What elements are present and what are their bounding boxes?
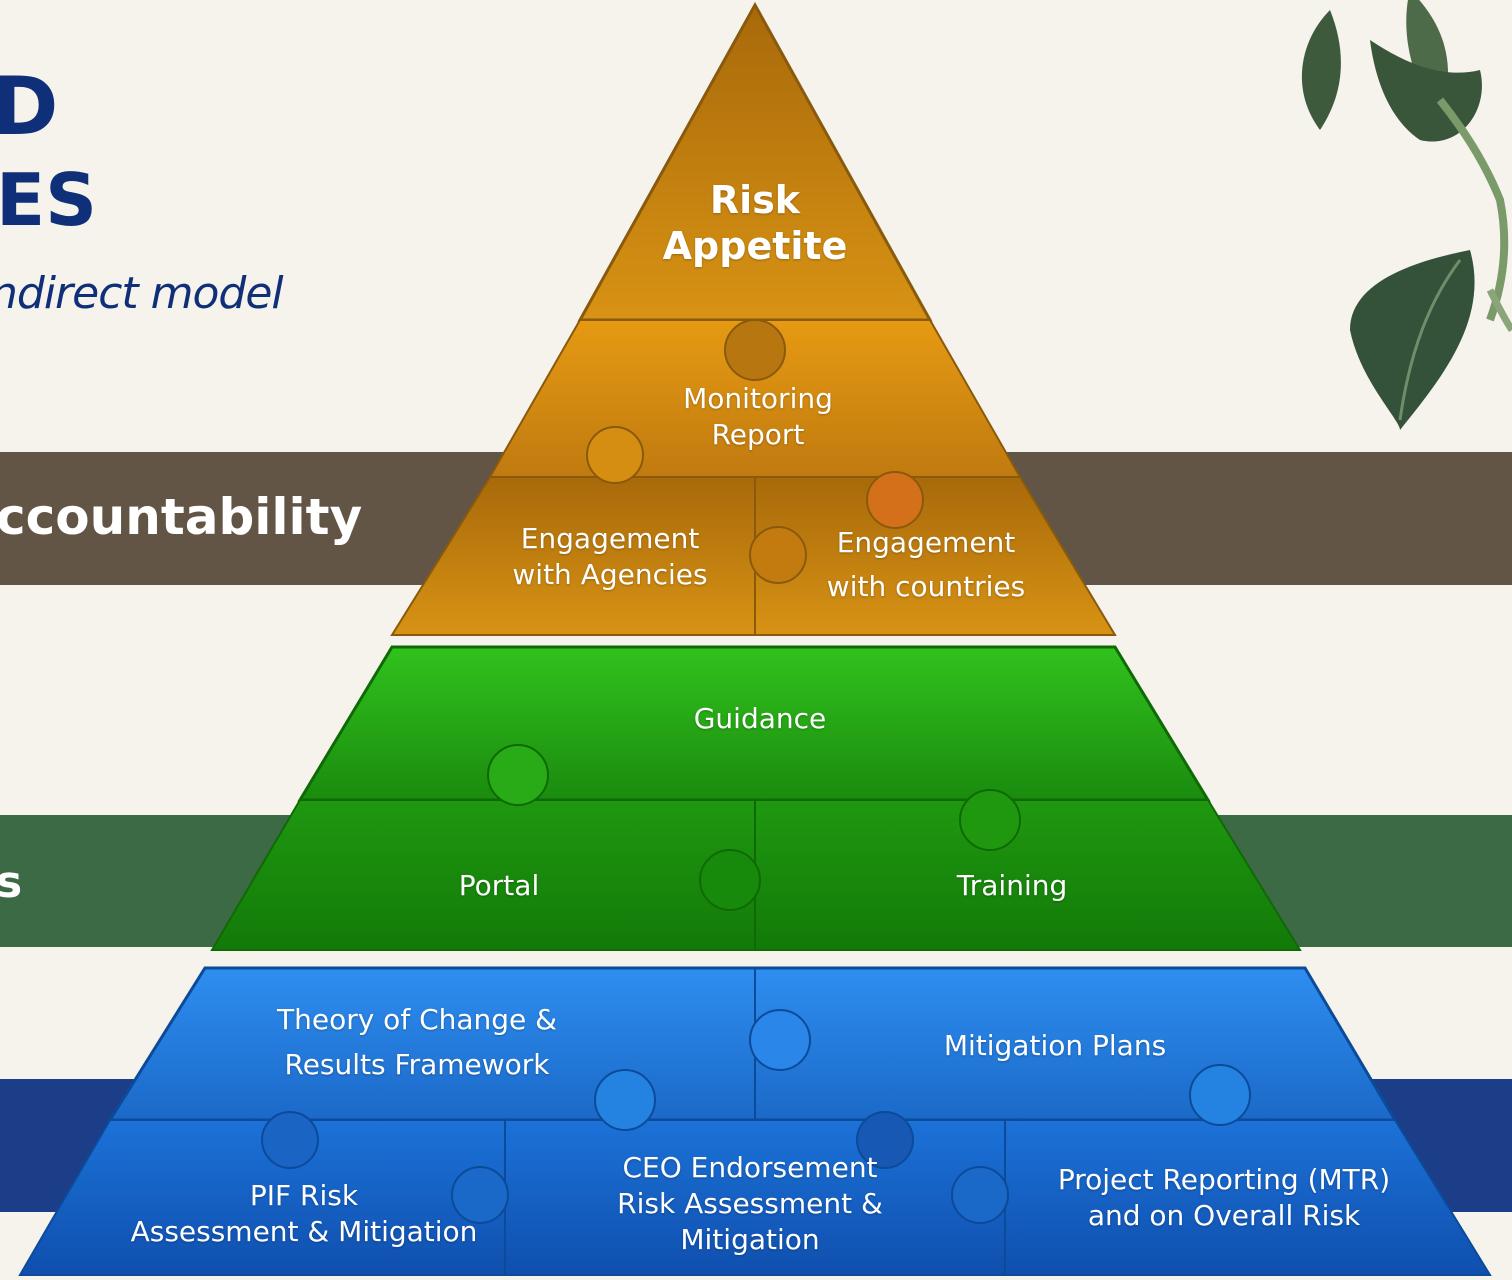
tier3-bottom-piece <box>18 1119 1492 1276</box>
risk-appetite-label: Risk Appetite <box>662 178 848 268</box>
pif-risk-label: PIF Risk Assessment & Mitigation <box>130 1179 478 1248</box>
theory-of-change-label: Theory of Change & Results Framework <box>276 1003 558 1081</box>
training-label: Training <box>956 869 1068 902</box>
ceo-endorsement-label: CEO Endorsement Risk Assessment & Mitiga… <box>617 1151 883 1256</box>
accountability-band-label: ccountability <box>0 488 363 546</box>
subtitle: ndirect model <box>0 268 284 319</box>
plant-leaves-image <box>1301 0 1512 430</box>
engagement-countries-label: Engagement with countries <box>826 526 1026 603</box>
mitigation-plans-label: Mitigation Plans <box>943 1029 1167 1062</box>
guidance-label: Guidance <box>693 702 827 735</box>
portal-label: Portal <box>458 869 540 902</box>
monitoring-report-label: Monitoring Report <box>683 382 833 451</box>
project-reporting-label: Project Reporting (MTR) and on Overall R… <box>1057 1163 1391 1232</box>
green-band-label: s <box>0 857 23 908</box>
title-line-2: ES <box>0 158 98 242</box>
apex-piece <box>577 1 933 322</box>
title-line-1: D <box>0 60 59 153</box>
engagement-agencies-label: Engagement with Agencies <box>512 522 708 591</box>
